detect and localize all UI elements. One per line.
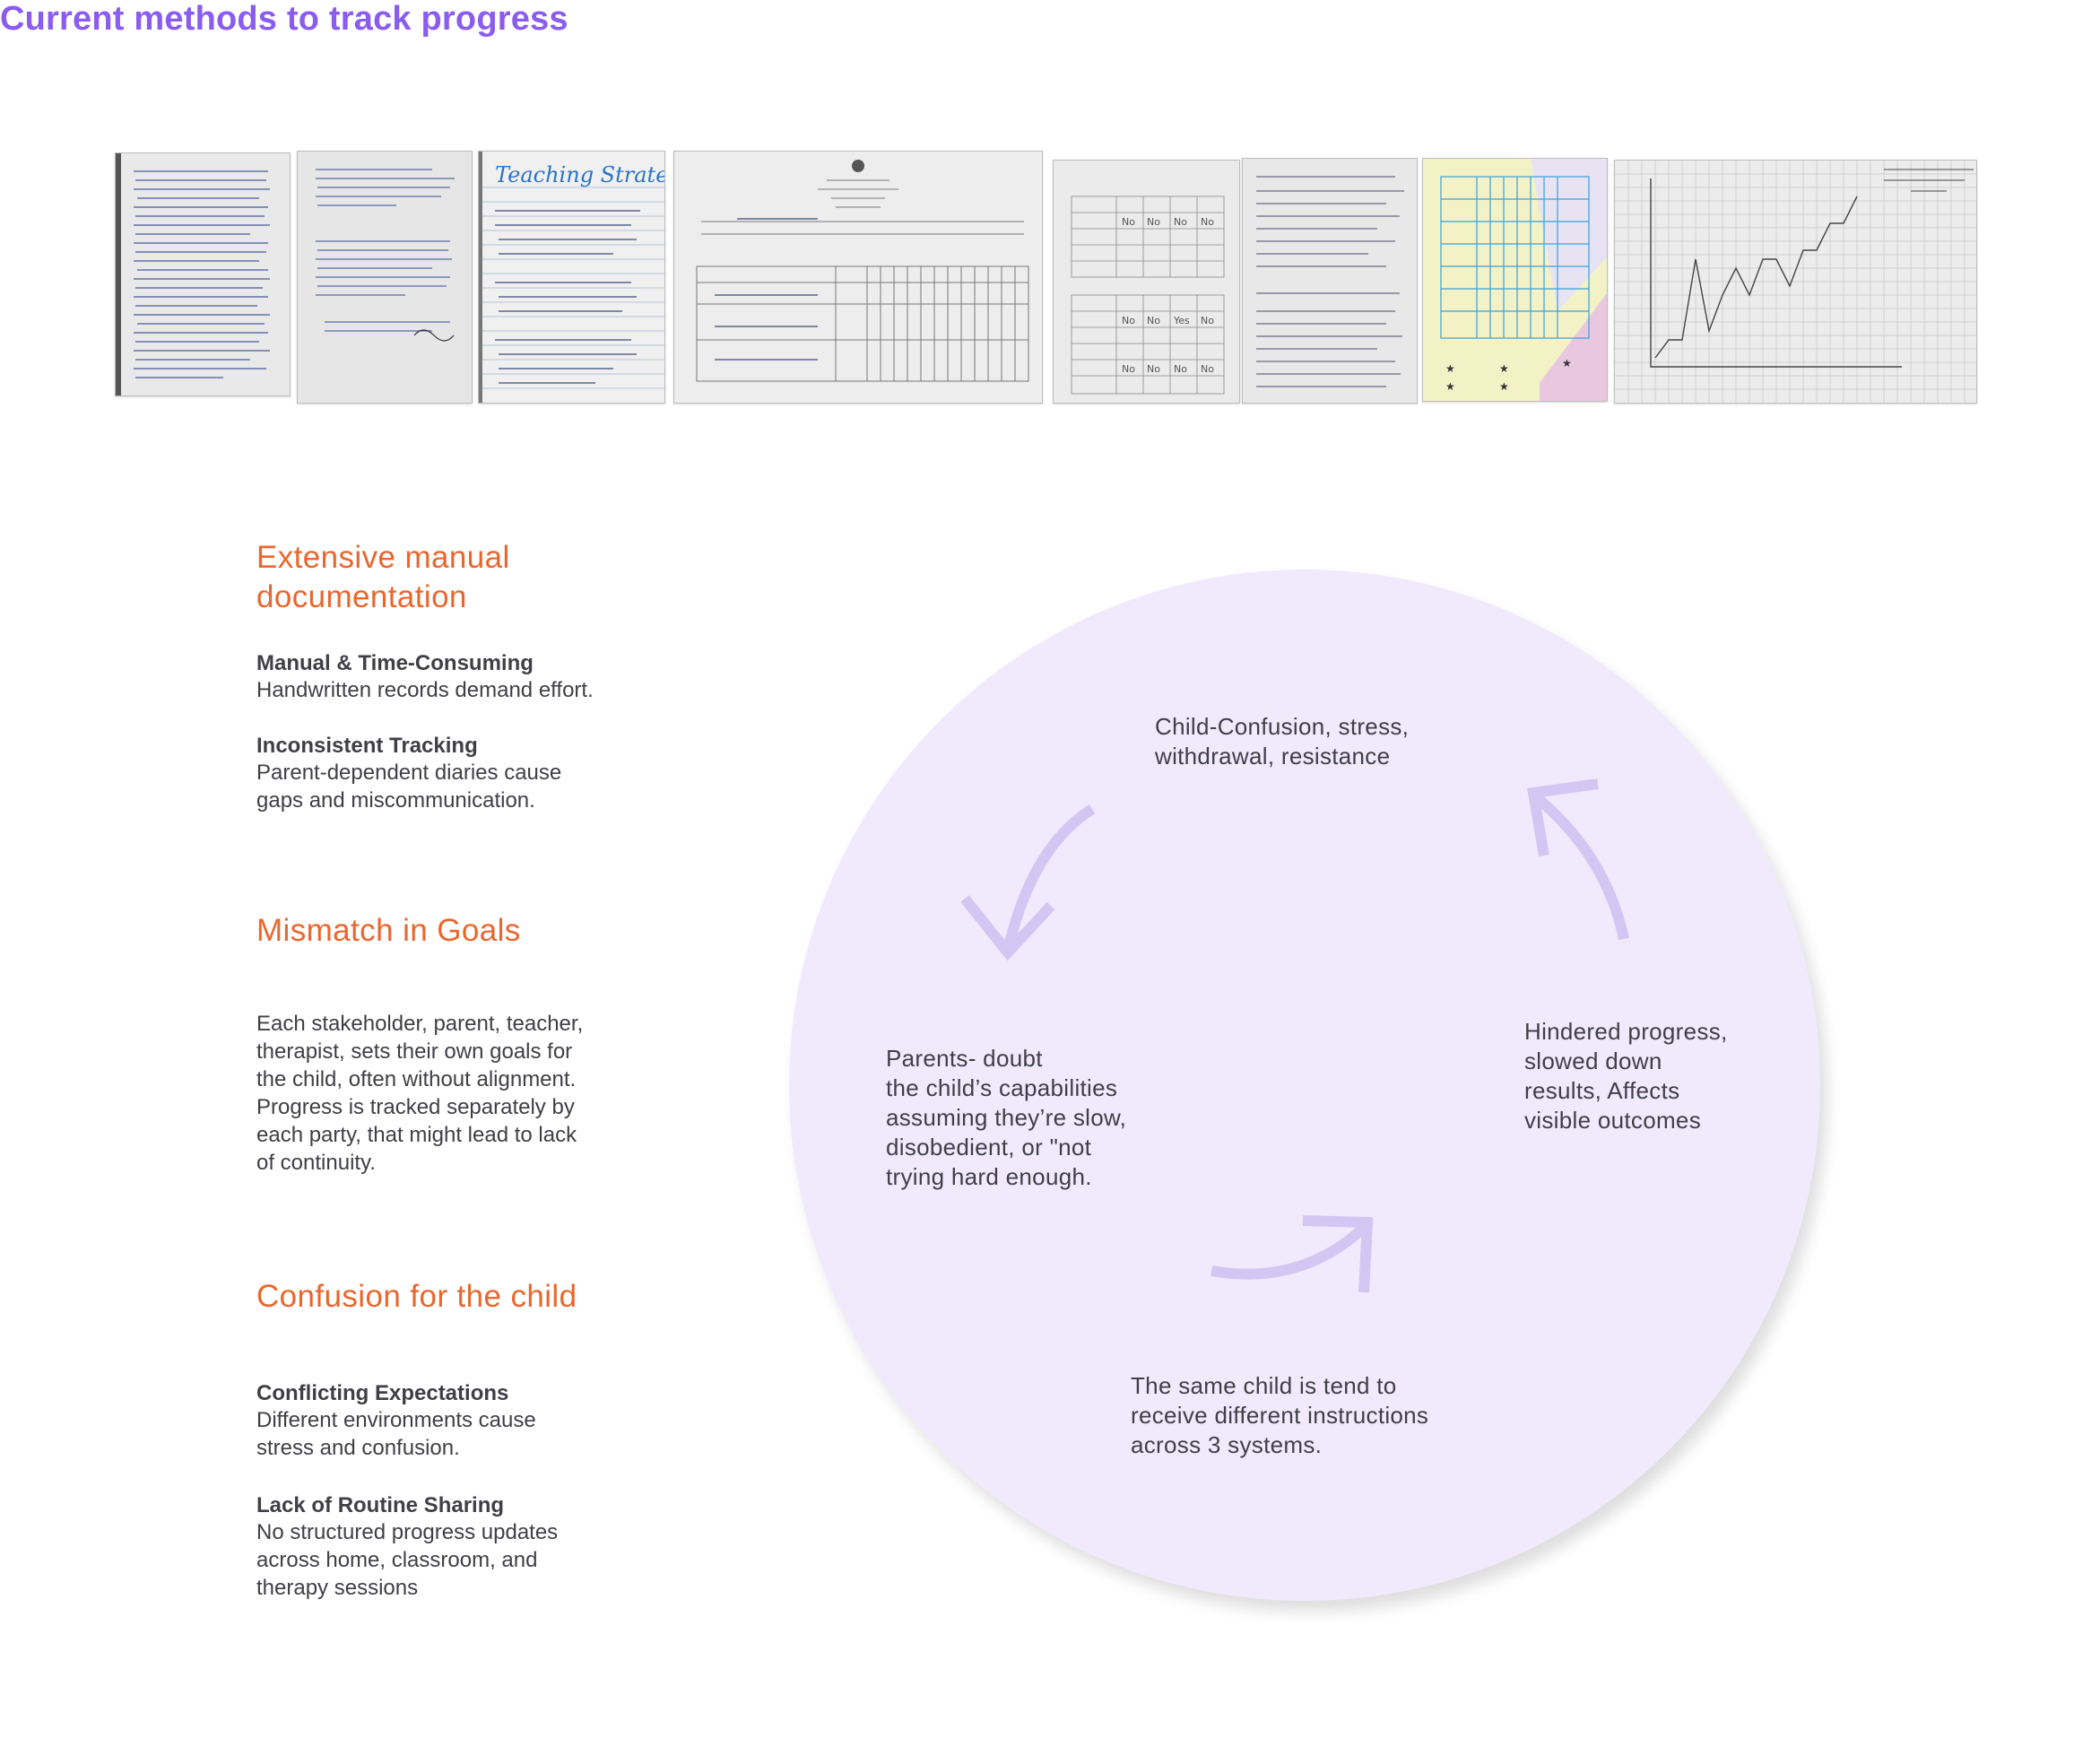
inconsistent-tracking-title: Inconsistent Tracking [256, 734, 478, 758]
svg-text:★: ★ [1499, 362, 1509, 375]
handwritten-plan-image [298, 152, 472, 403]
cycle-text-bottom: The same child is tend to receive differ… [1131, 1371, 1428, 1460]
arrow-top-left-icon [960, 804, 1096, 961]
goals-line: the child, often without alignment. [256, 1067, 577, 1091]
handwritten-notes-image [116, 153, 290, 396]
svg-text:No: No [1174, 216, 1187, 228]
conflicting-expectations-title: Conflicting Expectations [256, 1381, 509, 1405]
cycle-text-right: Hindered progress, slowed down results, … [1524, 1017, 1728, 1135]
behaviour-notes-image [1243, 159, 1417, 403]
colored-chart-photo: ★ ★ ★ ★ ★ [1422, 158, 1608, 402]
svg-text:No: No [1201, 363, 1214, 375]
manual-time-text: Handwritten records demand effort. [256, 678, 594, 702]
behaviour-notes-photo [1242, 158, 1418, 404]
svg-text:No: No [1122, 315, 1135, 326]
cycle-top-line: withdrawal, resistance [1155, 743, 1391, 769]
routine-sharing-line1: No structured progress updates [256, 1520, 559, 1544]
svg-text:Yes: Yes [1173, 315, 1190, 326]
cycle-circle [789, 569, 1820, 1601]
cycle-left-line: the child’s capabilities [886, 1074, 1118, 1101]
cycle-text-top: Child-Confusion, stress, withdrawal, res… [1155, 712, 1409, 771]
svg-text:No: No [1201, 315, 1214, 326]
svg-text:No: No [1122, 216, 1135, 228]
routine-sharing-line3: therapy sessions [256, 1576, 419, 1600]
conflicting-expectations-line2: stress and confusion. [256, 1436, 460, 1460]
teaching-strategies-photo: Teaching Strategies [478, 151, 665, 404]
goals-heading: Mismatch in Goals [256, 913, 521, 948]
colored-chart-image: ★ ★ ★ ★ ★ [1423, 159, 1607, 401]
cycle-right-line: results, Affects [1524, 1077, 1680, 1104]
cycle-bottom-line: across 3 systems. [1131, 1431, 1323, 1458]
arrow-bottom-icon [1210, 1215, 1374, 1293]
cycle-bottom-line: The same child is tend to [1131, 1372, 1397, 1399]
svg-text:Teaching Strategies: Teaching Strategies [495, 162, 664, 187]
svg-text:No: No [1147, 363, 1160, 375]
svg-text:★: ★ [1499, 380, 1509, 393]
task-analysis-record-photo [673, 151, 1043, 404]
progress-graph-image [1615, 161, 1976, 403]
cycle-left-line: assuming they’re slow, [886, 1104, 1127, 1131]
cycle-left-line: Parents- doubt [886, 1045, 1043, 1072]
svg-text:No: No [1174, 363, 1187, 375]
cycle-right-line: slowed down [1524, 1048, 1662, 1074]
goals-line: Each stakeholder, parent, teacher, [256, 1012, 584, 1036]
goals-line: each party, that might lead to lack [256, 1123, 577, 1147]
goals-text: Each stakeholder, parent, teacher, thera… [256, 1010, 642, 1177]
page-title: Current methods to track progress [0, 0, 568, 38]
arrow-top-right-icon [1527, 778, 1629, 941]
routine-sharing-text: No structured progress updates across ho… [256, 1518, 642, 1602]
task-analysis-record-image [674, 152, 1042, 403]
svg-text:No: No [1147, 216, 1160, 228]
confusion-heading: Confusion for the child [256, 1279, 577, 1314]
cycle-bottom-line: receive different instructions [1131, 1402, 1429, 1429]
conflicting-expectations-text: Different environments cause stress and … [256, 1406, 642, 1462]
goals-line: Progress is tracked separately by [256, 1095, 575, 1119]
cycle-left-line: disobedient, or "not [886, 1134, 1092, 1161]
cycle-top-line: Child-Confusion, stress, [1155, 713, 1410, 740]
conflicting-expectations-line1: Different environments cause [256, 1408, 536, 1432]
cycle-right-line: visible outcomes [1524, 1107, 1701, 1134]
inconsistent-tracking-line1: Parent-dependent diaries cause [256, 761, 562, 785]
svg-text:No: No [1122, 363, 1135, 375]
cycle-right-line: Hindered progress, [1524, 1018, 1728, 1045]
svg-text:★: ★ [1562, 357, 1572, 369]
inconsistent-tracking-line2: gaps and miscommunication. [256, 788, 535, 813]
svg-text:No: No [1147, 315, 1160, 326]
documentation-heading-line1: Extensive manual [256, 540, 510, 575]
svg-text:★: ★ [1445, 362, 1455, 375]
handwritten-plan-photo [297, 151, 473, 404]
svg-text:No: No [1201, 216, 1214, 228]
manual-time-title: Manual & Time-Consuming [256, 651, 534, 675]
handwritten-notes-photo [115, 152, 291, 396]
goals-line: of continuity. [256, 1151, 376, 1175]
teaching-strategies-image: Teaching Strategies [479, 152, 664, 403]
cycle-text-left: Parents- doubt the child’s capabilities … [886, 1044, 1126, 1192]
cycle-left-line: trying hard enough. [886, 1163, 1092, 1190]
progress-graph-photo [1614, 160, 1977, 404]
goals-line: therapist, sets their own goals for [256, 1039, 573, 1064]
svg-text:★: ★ [1445, 380, 1455, 393]
routine-sharing-title: Lack of Routine Sharing [256, 1493, 505, 1517]
routine-sharing-line2: across home, classroom, and [256, 1548, 538, 1572]
inconsistent-tracking-text: Parent-dependent diaries cause gaps and … [256, 759, 642, 814]
documentation-heading: Extensive manual documentation [256, 538, 510, 617]
documentation-heading-line2: documentation [256, 579, 467, 614]
